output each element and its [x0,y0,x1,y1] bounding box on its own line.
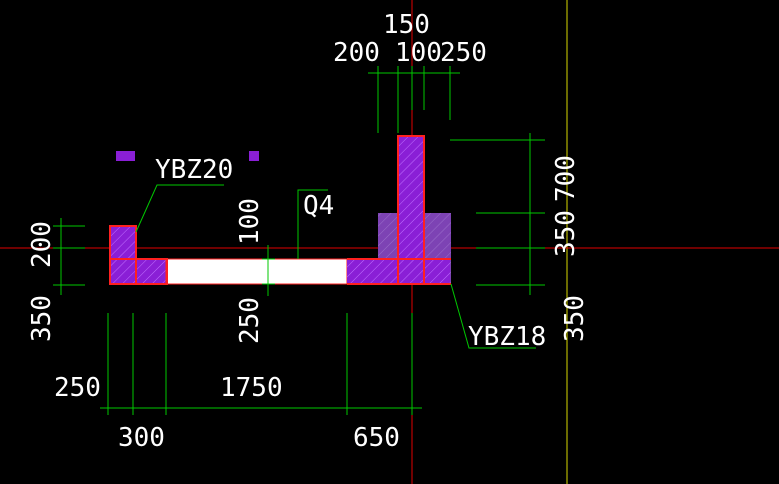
label-top-150: 150 [383,10,430,40]
label-top-250: 250 [440,38,487,68]
label-left-200: 200 [27,221,57,268]
ybz18-leader [450,283,536,349]
label-ybz20[interactable]: YBZ20 [155,155,233,185]
label-top-100: 100 [395,38,442,68]
label-q4[interactable]: Q4 [303,191,334,221]
label-bottom-250: 250 [54,373,101,403]
q4-leader [297,189,328,259]
top-dimension-group [368,66,460,133]
label-ybz18[interactable]: YBZ18 [468,322,546,352]
label-bottom-650: 650 [353,423,400,453]
label-mid-250: 250 [235,297,265,344]
right-dimension-group [450,133,545,295]
wall-q4[interactable] [165,258,348,285]
marker-square-left [116,151,135,161]
label-left-350: 350 [27,295,57,342]
ybz20-horizontal-segment [111,259,166,284]
label-right-350: 350 [551,210,581,257]
bottom-dimension-group [100,313,422,415]
marker-square-right [249,151,259,161]
ybz18-flange [378,213,451,284]
ybz20-leader [135,184,224,233]
mid-dimension-group [262,245,275,296]
left-dimension-group [53,218,85,295]
label-right-700: 700 [551,155,581,202]
label-bottom-300: 300 [118,423,165,453]
label-far-right-350: 350 [560,295,590,342]
label-mid-100: 100 [235,198,265,245]
label-top-200: 200 [333,38,380,68]
ybz20-base-outline [109,258,168,285]
label-bottom-1750: 1750 [220,373,283,403]
